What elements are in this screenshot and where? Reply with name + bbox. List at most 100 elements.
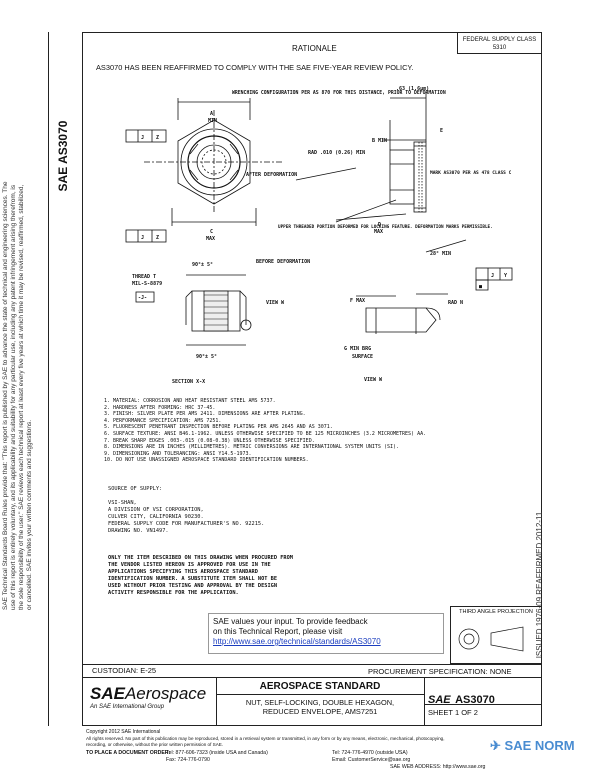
deg-90-bottom: 90°± 5° [196,354,217,360]
g-min: G MIN BRG [344,346,371,352]
order-email: Email: CustomerService@sae.org [332,757,411,763]
note-item: 9. DIMENSIONING AND TOLERANCING: ANSI Y1… [104,450,252,457]
dim-c-sub: MAX [206,236,215,242]
doc-mark-vertical: SAE AS3070 [52,96,74,216]
fsc-label: FEDERAL SUPPLY CLASS [462,37,537,43]
wrench-note: WRENCHING CONFIGURATION PER AS 870 FOR T… [232,90,446,96]
supply-line: A DIVISION OF VSI CORPORATION, [108,507,204,513]
legal-notice: SAE Technical Standards Board Rules prov… [2,181,33,610]
standard-title: AEROSPACE STANDARD [259,681,381,692]
title-divider-1 [216,677,217,726]
sheet-number: SHEET 1 OF 2 [428,708,478,717]
note-item: 8. DIMENSIONS ARE IN INCHES (MILLIMETRES… [104,444,400,451]
view-w-detail [356,293,448,334]
source-of-supply: SOURCE OF SUPPLY: VSI-SHAN, A DIVISION O… [108,486,264,535]
feedback-box: SAE values your input. To provide feedba… [208,613,444,654]
custodian: CUSTODIAN: E-25 [92,666,157,675]
note-item: 6. SURFACE TEXTURE: ANSI B46.1-1962. UNL… [104,430,427,437]
supply-line [108,493,264,500]
supply-line: DRAWING NO. VN1497. [108,528,169,534]
title-rule-2 [216,694,424,695]
upper-threaded-note: UPPER THREADED PORTION DEFORMED FOR LOCK… [278,224,493,230]
order-tel: Tel: 877-606-7323 (inside USA and Canada… [166,750,268,756]
feedback-line-1: SAE values your input. To provide feedba… [213,617,368,626]
sae-aerospace-logo: SAEAerospace An SAE International Group [90,684,206,710]
rights-line-2: recording, or otherwise, without the pri… [86,742,224,747]
frame-j3: J [491,273,494,279]
warning-line: IDENTIFICATION NUMBER. A SUBSTITUTE ITEM… [108,576,278,582]
frame-j: J [141,135,144,141]
datum-box [135,291,155,303]
side-view-nut [389,141,427,213]
rad-010: RAD .010 (0.26) MIN [308,150,365,156]
deg-28: 28° MIN [430,251,451,257]
dim-63: .63 (1.6µm) [396,86,429,92]
dim-b: B MIN [372,138,387,144]
projection-label: THIRD ANGLE PROJECTION [459,609,533,615]
thread-spec: MIL-S-8879 [132,281,162,287]
notes-list: 1. MATERIAL: CORROSION AND HEAT RESISTAN… [104,398,426,464]
datum-label: -J- [138,295,147,301]
supply-line: CULVER CITY, CALIFORNIA 90230. [108,514,204,520]
dim-d-sub: MAX [374,229,383,235]
deg-90-top: 90°± 5° [192,262,213,268]
note-item: 5. FLUORESCENT PENETRANT INSPECTION BEFO… [104,424,333,431]
dim-d: D [378,222,381,228]
order-fax: Fax: 724-776-0790 [166,757,210,763]
fsc-value: 5310 [492,45,507,51]
warning-line: USED WITHOUT PRIOR TESTING AND APPROVAL … [108,583,278,589]
note-item: 4. PERFORMANCE SPECIFICATION: AMS 7251. [104,417,222,424]
view-w-label: VIEW W [266,300,285,306]
note-item: 1. MATERIAL: CORROSION AND HEAT RESISTAN… [104,398,276,404]
technical-drawing: WRENCHING CONFIGURATION PER AS 870 FOR T… [125,86,513,385]
frame-z: Z [156,135,159,141]
note-item: 3. FINISH: SILVER PLATE PER AMS 2411. DI… [104,411,306,418]
part-description-2: REDUCED ENVELOPE, AMS7251 [262,707,378,716]
copyright: Copyright 2012 SAE International [86,729,161,735]
part-description-1: NUT, SELF-LOCKING, DOUBLE HEXAGON, [245,698,395,707]
order-tel-2: Tel: 724-776-4970 (outside USA) [332,750,408,756]
warning-line: ONLY THE ITEM DESCRIBED ON THIS DRAWING … [108,555,293,561]
rationale-text: AS3070 HAS BEEN REAFFIRMED TO COMPLY WIT… [96,63,414,72]
doc-mark-text: SAE AS3070 [56,120,70,192]
web-address: SAE WEB ADDRESS: http://www.sae.org [390,764,486,770]
title-rule-3 [424,704,542,705]
sae-norm-watermark: ✈ SAE NORM [490,738,575,754]
feature-frame-3 [475,267,513,291]
dim-a-sub: MIN [208,118,217,124]
warning-line: APPLICATIONS SPECIFYING THIS AEROSPACE S… [108,569,258,575]
dim-e: E [440,128,443,134]
note-item: 7. BREAK SHARP EDGES .003-.015 (0.08-0.3… [104,437,315,444]
feedback-link[interactable]: http://www.sae.org/technical/standards/A… [213,637,381,646]
surface: SURFACE [352,354,373,360]
warning-line: THE VENDOR LISTED HEREON IS APPROVED FOR… [108,562,271,568]
logo-subtitle: An SAE International Group [90,704,165,710]
warning-line: ACTIVITY RESPONSIBLE FOR THE APPLICATION… [108,590,239,596]
procurement-spec: PROCUREMENT SPECIFICATION: NONE [368,667,512,676]
feature-frame-2 [125,229,167,243]
doc-num: AS3070 [455,694,495,706]
feature-frame-1 [125,129,167,143]
frame-sq: ■ [479,284,482,290]
before-deformation: BEFORE DEFORMATION [256,259,310,265]
left-margin-rule [48,32,49,726]
title-block [82,664,542,726]
section-label: SECTION X-X [172,379,205,385]
watermark-text: SAE NORM [504,738,575,753]
fsc-box: FEDERAL SUPPLY CLASS 5310 [457,32,542,54]
feedback-line-2: on this Technical Report, please visit [213,627,343,636]
supply-line: VSI-SHAN, [108,500,137,506]
supply-line: FEDERAL SUPPLY CODE FOR MANUFACTURER'S N… [108,521,265,527]
title-rule [82,677,542,678]
note-item: 2. HARDNESS AFTER FORMING: HRC 37-45. [104,404,216,411]
after-deformation: AFTER DEFORMATION [246,172,297,178]
frame-j2: J [141,235,144,241]
logo-sae: SAE [90,684,125,703]
section-x-x [185,274,252,346]
globe-icon: ✈ [490,738,501,753]
projection-symbol [458,626,524,652]
note-item: 10. DO NOT USE UNASSIGNED AEROSPACE STAN… [104,457,309,464]
thread-t: THREAD T [132,274,156,280]
frame-y: Y [504,273,507,279]
logo-aerospace: Aerospace [124,684,207,703]
